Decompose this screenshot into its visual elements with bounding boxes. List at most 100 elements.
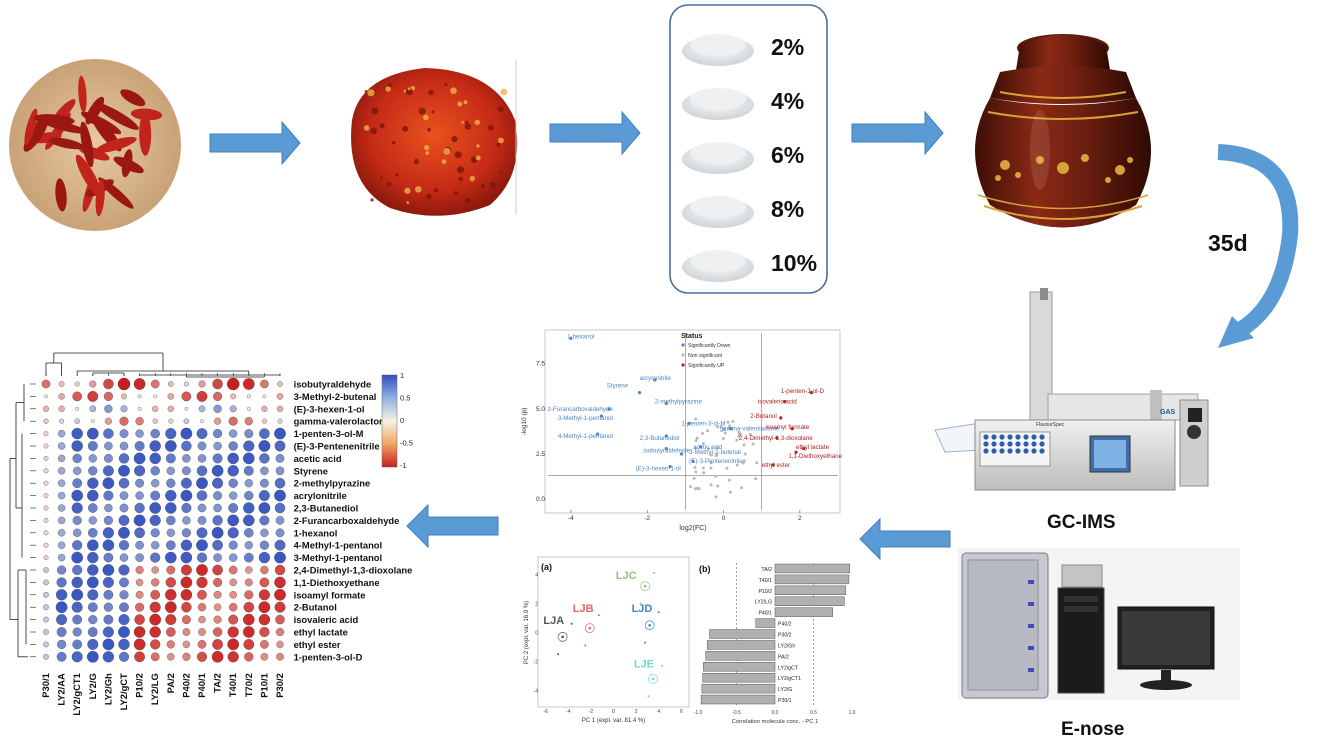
heatmap-cell: [118, 564, 130, 576]
heatmap-cell: [244, 479, 253, 488]
heatmap-cell: [275, 516, 285, 525]
heatmap-cell: [134, 527, 145, 539]
heatmap-cell: [274, 477, 286, 489]
heatmap-cell: [119, 577, 129, 588]
heatmap-cell: [149, 502, 161, 514]
volcano-label-down: gamma-valerolactone: [720, 426, 780, 433]
heatmap-cell: [229, 578, 237, 587]
e-nose-label: E-nose: [1061, 719, 1124, 740]
heatmap-cell: [74, 381, 80, 387]
paste-fleck: [407, 87, 411, 91]
volcano-point-down: [691, 459, 695, 463]
volcano-point-ns: [702, 471, 706, 475]
heatmap-cell: [243, 613, 255, 626]
volcano-point-ns: [754, 477, 758, 481]
salt-pile-top: [690, 250, 746, 272]
heatmap-cell: [87, 539, 99, 551]
volcano-y-tick-label: 7.5: [536, 361, 545, 368]
volcano-point-ns: [709, 483, 713, 487]
heatmap-cell: [182, 652, 191, 661]
heatmap-cell: [57, 529, 66, 537]
gc-ims-instrument-image: GAS FlavourSpec: [934, 288, 1209, 491]
heatmap-cell: [43, 418, 49, 424]
paste-fleck: [469, 175, 475, 182]
heatmap-cell: [274, 489, 286, 502]
heatmap-cell: [43, 629, 49, 635]
pcabar-x-tick-label: 0.0: [772, 710, 779, 716]
heatmap-cell: [134, 465, 146, 477]
salt-pile-top: [690, 142, 746, 164]
heatmap-cell: [102, 465, 114, 477]
heatmap-cell: [72, 391, 83, 402]
paste-fleck: [465, 120, 469, 124]
heatmap-cell: [119, 503, 129, 513]
volcano-point-ns: [694, 446, 698, 450]
volcano-label-up: isoamyl formate: [766, 424, 810, 431]
paste-fleck: [476, 144, 480, 148]
heatmap-cell: [226, 377, 240, 391]
heatmap-cell: [260, 640, 269, 649]
dried-chili-image: [9, 59, 181, 231]
heatmap-cell: [43, 604, 49, 611]
volcano-point-ns: [714, 454, 718, 458]
heatmap-cell: [196, 490, 208, 501]
heatmap-cell: [153, 394, 158, 399]
heatmap-cell: [166, 478, 176, 488]
volcano-label-down: 2-Furancarboxaldehyde: [548, 406, 614, 413]
heatmap-cell: [196, 539, 208, 552]
heatmap-cell: [58, 393, 65, 400]
flow-arrow-1: [209, 120, 301, 166]
heatmap-cell: [87, 638, 99, 650]
heatmap-cell: [135, 590, 144, 599]
heatmap-cell: [228, 441, 238, 451]
heatmap-cell: [196, 390, 208, 402]
volcano-label-down: Styrene: [607, 382, 629, 389]
heatmap-cell: [165, 589, 177, 601]
heatmap-cell: [274, 588, 286, 601]
heatmap-cell: [71, 651, 83, 663]
heatmap-cell: [198, 405, 206, 413]
heatmap-cell: [228, 503, 239, 513]
heatmap-cell: [71, 440, 83, 452]
heatmap-cell: [151, 541, 160, 550]
paste-fleck: [413, 158, 419, 164]
heatmap-cell: [181, 528, 191, 538]
heatmap-cell: [88, 503, 98, 513]
heatmap-cell: [103, 378, 114, 390]
paste-fleck: [454, 191, 458, 195]
heatmap-cell: [213, 391, 223, 401]
heatmap-cell: [228, 540, 238, 550]
heatmap-col-label: P30/1: [40, 673, 51, 698]
salt-pile-top: [690, 34, 746, 56]
heatmap-cell: [135, 540, 144, 550]
heatmap-row-label: 3-Methyl-2-butenal: [294, 391, 377, 402]
heatmap-cell: [43, 641, 49, 648]
chili-pod: [120, 89, 146, 107]
heatmap-cell: [166, 466, 175, 475]
heatmap-cell: [243, 502, 255, 514]
heatmap-row-label: 2-Butanol: [294, 602, 337, 613]
heatmap-col-label: LY2/gCT1: [71, 673, 82, 715]
heatmap-cell: [117, 377, 131, 391]
pca-group-ellipse: [557, 631, 568, 642]
pca-group-point: [561, 635, 564, 639]
paste-fleck: [465, 197, 471, 203]
heatmap-cell: [197, 603, 207, 612]
volcano-point-ns: [739, 486, 743, 490]
vial: [983, 441, 989, 447]
volcano-y-axis-label: -log10 (p): [521, 408, 528, 436]
heatmap-cell: [134, 651, 145, 663]
pca-group-point: [570, 622, 573, 625]
pca-group-point: [644, 641, 647, 644]
heatmap-row-label: 4-Methyl-1-pentanol: [294, 540, 383, 551]
paste-fleck: [463, 100, 468, 105]
heatmap-cell: [55, 589, 68, 601]
heatmap-cell: [246, 394, 251, 399]
heatmap-cell: [182, 640, 191, 649]
volcano-label-down: acrylonitrile: [640, 375, 672, 382]
heatmap-cell: [72, 614, 83, 625]
heatmap-cell: [260, 466, 269, 476]
heatmap-cell: [55, 601, 68, 614]
heatmap-cell: [196, 576, 208, 588]
vial: [1031, 434, 1037, 440]
